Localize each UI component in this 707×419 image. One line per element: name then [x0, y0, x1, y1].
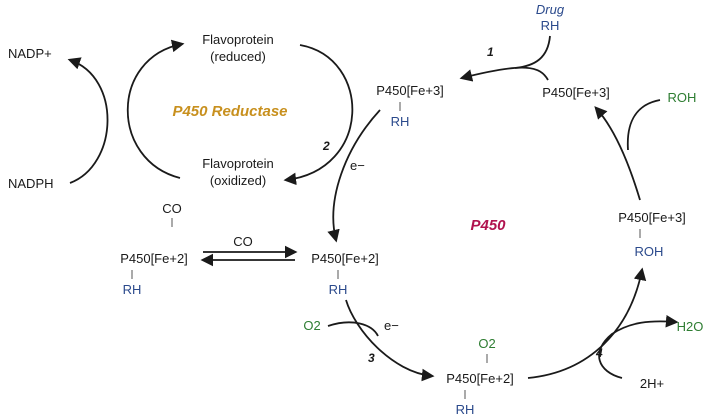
flavoprotein-oxidized-line2: (oxidized) — [210, 173, 266, 188]
reductase-title: P450 Reductase — [172, 103, 287, 120]
step-1-arrow — [459, 66, 549, 82]
nadph-label: NADPH — [8, 176, 54, 191]
flavo-oxidized-to-reduced-arrow — [126, 39, 185, 179]
p450-fe2-rh-substrate: RH — [329, 282, 348, 297]
first-electron-reduction-arrow — [327, 109, 381, 243]
p450-fe3-resting-label: P450[Fe+3] — [542, 85, 610, 100]
flavoprotein-reduced-line2: (reduced) — [210, 49, 266, 64]
two-protons-label: 2H+ — [640, 376, 664, 391]
p450-fe3-roh-product: ROH — [635, 244, 664, 259]
drug-rh-label: RH — [541, 18, 560, 33]
co-equilibrium-label: CO — [233, 234, 253, 249]
p450-fe2-co-rh-substrate: RH — [123, 282, 142, 297]
step-2-label: 2 — [322, 139, 330, 153]
roh-exit-curve — [626, 99, 661, 151]
flavoprotein-reduced-line1: Flavoprotein — [202, 32, 274, 47]
step-1-label: 1 — [487, 45, 494, 59]
oxygen-entry-curve — [327, 321, 379, 337]
nadph-to-nadp-arrow — [67, 57, 109, 184]
water-release-arrow — [598, 314, 679, 379]
step-4-label: 4 — [595, 346, 603, 360]
p450-fe3-rh-label: P450[Fe+3] — [376, 83, 444, 98]
second-electron-label: e− — [384, 318, 399, 333]
p450-fe2-co-complex-label: P450[Fe+2] — [120, 251, 188, 266]
water-product-label: H2O — [677, 319, 704, 334]
p450-fe2-rh-label: P450[Fe+2] — [311, 251, 379, 266]
p450-fe3-roh-label: P450[Fe+3] — [618, 210, 686, 225]
nadp-plus-label: NADP+ — [8, 46, 52, 61]
flavoprotein-oxidized-line1: Flavoprotein — [202, 156, 274, 171]
bound-oxygen-label: O2 — [478, 336, 495, 351]
flavo-reduced-to-oxidized-arrow — [283, 44, 354, 186]
p450-fe3-rh-substrate: RH — [391, 114, 410, 129]
first-electron-label: e− — [350, 158, 365, 173]
oxygen-input-label: O2 — [303, 318, 320, 333]
p450-cycle-title: P450 — [470, 217, 506, 234]
step-4-arrow — [527, 267, 647, 379]
roh-product-label: ROH — [668, 90, 697, 105]
step-3-arrow — [345, 299, 435, 382]
drug-label: Drug — [536, 2, 565, 17]
product-release-arrow — [594, 106, 641, 201]
drug-entry-curve — [514, 35, 551, 69]
p450-fe2-o2-label: P450[Fe+2] — [446, 371, 514, 386]
p450-fe2-o2-rh-substrate: RH — [456, 402, 475, 417]
step-3-label: 3 — [368, 351, 375, 365]
p450-fe2-co-ligand: CO — [162, 201, 182, 216]
